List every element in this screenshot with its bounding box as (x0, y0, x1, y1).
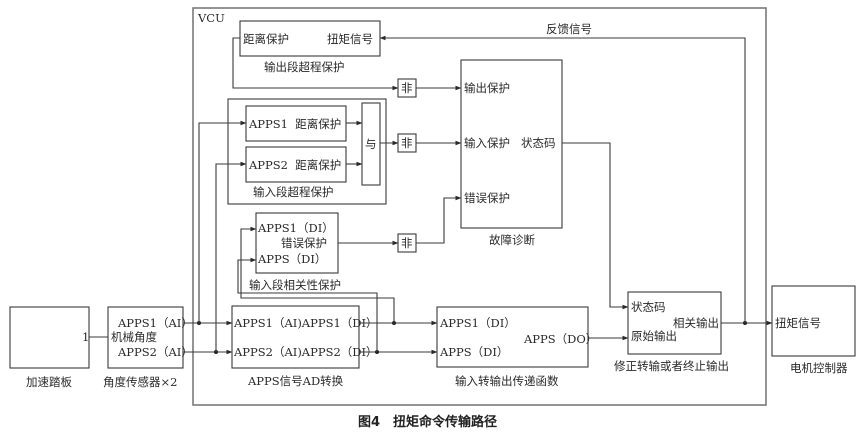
wire-status-code (562, 142, 629, 310)
motor-box (771, 285, 856, 357)
sensor-label: 角度传感器×2 (103, 375, 177, 389)
fault-in2: 输入保护 (464, 136, 510, 150)
transfer-in2: APPS（DI） (439, 345, 508, 359)
fault-box (460, 59, 563, 229)
adconv-row2: APPS2（AI)APPS2（DI） (233, 345, 378, 359)
wire-output-distance (232, 37, 399, 91)
fault-out: 状态码 (521, 136, 556, 150)
fault-in3: 错误保护 (464, 191, 510, 205)
vcu-label: VCU (197, 11, 225, 25)
wire-apps2-to-overrun (215, 161, 247, 352)
and-gate (361, 102, 381, 186)
adconv-row1: APPS1（AI)APPS1（DI） (233, 316, 378, 330)
feedback-label: 反馈信号 (546, 22, 592, 36)
pedal-port: 1 (82, 330, 89, 344)
output-overrun-label: 输出段超程保护 (264, 60, 345, 74)
not-gate-input-label: 非 (401, 136, 413, 150)
not-gate-output-label: 非 (401, 81, 413, 95)
and-gate-label: 与 (365, 137, 377, 151)
wire-not3-fault (416, 195, 462, 244)
apps1-distance-label: APPS1 距离保护 (248, 117, 341, 131)
sensor-mid: 机械角度 (111, 330, 157, 344)
fault-label: 故障诊断 (489, 233, 535, 247)
adconv-label: APPS信号AD转换 (247, 374, 344, 388)
input-overrun-label: 输入段超程保护 (253, 185, 334, 199)
sensor-out2: APPS2（AI） (117, 345, 193, 359)
correlation-line2: 错误保护 (281, 236, 327, 250)
correct-in2: 原始输出 (631, 329, 677, 343)
output-overrun-left: 距离保护 (243, 32, 289, 46)
vcu-frame (192, 7, 767, 406)
transfer-out: APPS（DO） (523, 332, 597, 346)
transfer-label: 输入转输出传递函数 (455, 374, 559, 388)
motor-label: 电机控制器 (790, 361, 848, 375)
apps2-distance-label: APPS2 距离保护 (248, 158, 341, 172)
pedal-label: 加速踏板 (26, 375, 72, 389)
sensor-out1: APPS1（AI） (117, 316, 193, 330)
sensor-box (107, 306, 184, 369)
wire-apps1di-to-correlation (240, 226, 395, 323)
correct-in1: 状态码 (631, 300, 666, 314)
correct-label: 修正转输或者终止输出 (614, 359, 729, 373)
input-overrun-frame (227, 98, 387, 205)
figure-caption: 图4 扭矩命令传输路径 (358, 414, 497, 430)
wire-apps1-to-overrun (198, 120, 247, 323)
correlation-line3: APPS（DI） (257, 252, 326, 266)
pedal-box (9, 306, 90, 369)
wire-feedback (379, 35, 746, 323)
motor-in: 扭矩信号 (775, 316, 821, 330)
correlation-label: 输入段相关性保护 (249, 278, 341, 292)
transfer-box (436, 306, 589, 368)
correlation-line1: APPS1（DI） (257, 221, 334, 235)
fault-in1: 输出保护 (464, 81, 510, 95)
output-overrun-right: 扭矩信号 (327, 32, 373, 46)
wire-appsdi-to-correlation (237, 257, 378, 352)
adconv-box (231, 305, 360, 369)
transfer-in1: APPS1（DI） (439, 316, 516, 330)
correct-out: 相关输出 (673, 316, 719, 330)
not-gate-error-label: 非 (401, 236, 413, 250)
